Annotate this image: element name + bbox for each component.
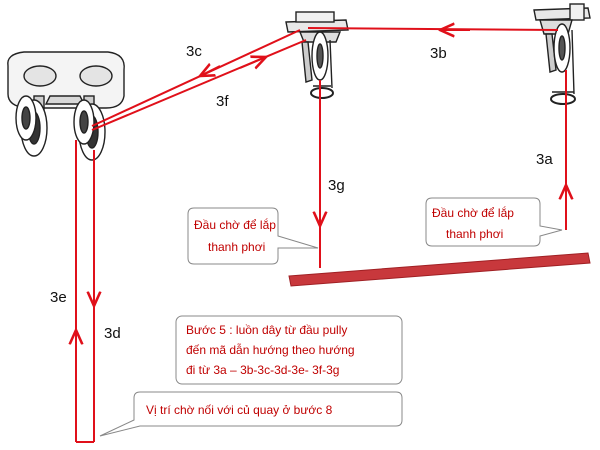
callout-right-hook: Đầu chờ để lắp thanh phơi [425, 197, 563, 247]
segment-label-3g: 3g [328, 177, 345, 194]
step-line1: Bước 5 : luồn dây từ đầu pully [186, 323, 347, 337]
callout-right-line2: thanh phơi [446, 227, 503, 241]
callout-right-line1: Đầu chờ để lắp [432, 205, 514, 220]
callout-crank-position: Vị trí chờ nối với củ quay ở bước 8 [99, 391, 403, 437]
segment-label-3b: 3b [430, 45, 447, 62]
rope-path [76, 28, 566, 443]
drying-bar [288, 252, 591, 287]
left-pulley-block-icon [7, 51, 125, 161]
right-bracket-icon [533, 3, 591, 105]
arrow-3c [200, 66, 221, 76]
step-line3: đi từ 3a – 3b-3c-3d-3e- 3f-3g [186, 363, 339, 377]
segment-label-3a: 3a [536, 151, 553, 168]
segment-label-3d: 3d [104, 325, 121, 342]
middle-bracket-icon [285, 11, 349, 99]
arrow-3f [239, 57, 266, 68]
callout-left-line2: thanh phơi [208, 240, 265, 254]
callout-left-hook: Đầu chờ để lắp thanh phơi [187, 207, 319, 265]
step-line2: đến mã dẫn hướng theo hướng [186, 342, 355, 357]
segment-label-3c: 3c [186, 43, 202, 60]
callout-left-line1: Đầu chờ để lắp [194, 217, 276, 232]
segment-label-3f: 3f [216, 93, 229, 110]
segment-label-3e: 3e [50, 289, 67, 306]
crank-position-text: Vị trí chờ nối với củ quay ở bước 8 [146, 403, 333, 417]
callout-step-5: Bước 5 : luồn dây từ đầu pully đến mã dẫ… [175, 315, 403, 385]
